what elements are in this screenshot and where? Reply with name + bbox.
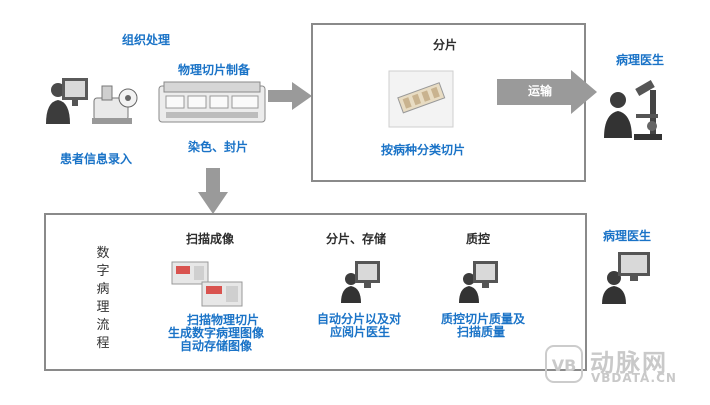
pathologist-microscope-icon bbox=[604, 80, 662, 140]
sorting-caption: 按病种分类切片 bbox=[381, 143, 466, 157]
side-char: 病 bbox=[96, 282, 110, 297]
qc-desc-line: 扫描质量 bbox=[457, 325, 506, 339]
store-desc-line: 应阅片医生 bbox=[330, 325, 391, 339]
tissue-processing-label: 组织处理 bbox=[122, 33, 171, 47]
staining-mounting-label: 染色、封片 bbox=[188, 140, 249, 154]
watermark-site: VBDATA.CN bbox=[591, 371, 677, 385]
arrow-right-icon bbox=[268, 82, 312, 110]
watermark-brand: 动脉网 bbox=[590, 349, 668, 377]
store-desc-line: 自动分片以及对 bbox=[317, 312, 402, 326]
pathologist-workstation-icon bbox=[602, 252, 650, 304]
slide-tray-illustration bbox=[388, 70, 454, 128]
scan-desc-line: 扫描物理切片 bbox=[186, 313, 259, 327]
store-title: 分片、存储 bbox=[326, 232, 387, 246]
qc-workstation-icon bbox=[459, 261, 498, 303]
scan-title: 扫描成像 bbox=[186, 232, 235, 246]
side-char: 数 bbox=[96, 246, 110, 261]
arrow-down-icon bbox=[198, 168, 228, 214]
pathologist-bottom-label: 病理医生 bbox=[603, 229, 652, 243]
side-char: 字 bbox=[96, 264, 110, 279]
pathologist-top-label: 病理医生 bbox=[616, 53, 665, 67]
vbdata-logo-icon: VB bbox=[545, 345, 583, 383]
workstation-icon bbox=[341, 261, 380, 303]
patient-info-entry-label: 患者信息录入 bbox=[60, 152, 133, 166]
patient-workstation-illustration bbox=[46, 78, 138, 124]
svg-text:VB: VB bbox=[552, 356, 577, 375]
transport-label: 运输 bbox=[528, 84, 553, 98]
scan-desc-line: 生成数字病理图像 bbox=[168, 326, 265, 340]
digital-pathology-box bbox=[44, 213, 587, 371]
scan-desc-line: 自动存储图像 bbox=[180, 339, 253, 353]
side-char: 程 bbox=[96, 336, 110, 351]
physical-slicing-label: 物理切片制备 bbox=[178, 63, 251, 77]
side-char: 理 bbox=[96, 300, 110, 315]
slide-preparation-machine bbox=[158, 81, 266, 123]
transport-arrow-icon bbox=[497, 70, 597, 114]
digital-workflow-side-label: 数 字 病 理 流 程 bbox=[95, 245, 111, 353]
sorting-title: 分片 bbox=[433, 38, 458, 52]
scanner-illustration bbox=[171, 261, 243, 307]
side-char: 流 bbox=[96, 318, 110, 333]
qc-desc-line: 质控切片质量及 bbox=[441, 312, 526, 326]
qc-title: 质控 bbox=[466, 232, 491, 246]
